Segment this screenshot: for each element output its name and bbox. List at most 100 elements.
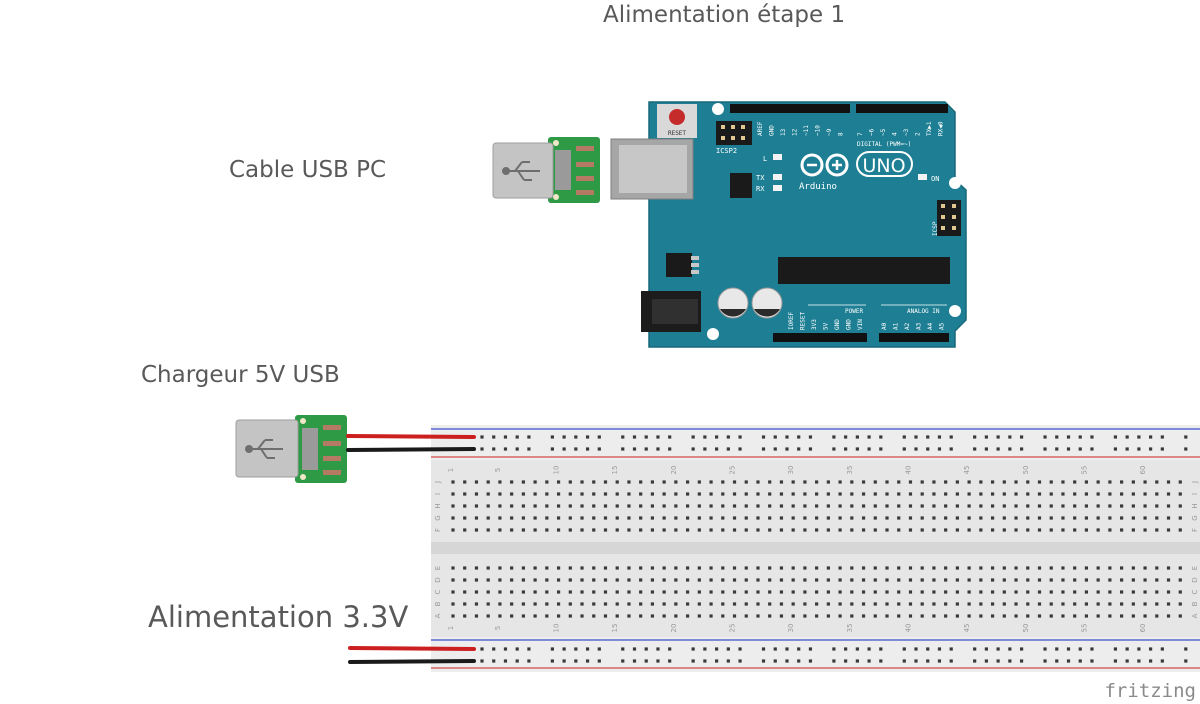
breadboard-hole: [897, 566, 901, 570]
led-tx: [773, 174, 782, 180]
breadboard-hole: [674, 614, 678, 618]
breadboard-hole: [920, 590, 924, 594]
digital-header-left[interactable]: [730, 104, 850, 113]
column-number: 30: [787, 466, 795, 475]
row-letter: F: [1191, 528, 1199, 532]
breadboard-hole: [463, 602, 467, 606]
breadboard-hole: [615, 492, 619, 496]
breadboard-hole: [879, 659, 883, 663]
breadboard-hole: [1120, 566, 1124, 570]
breadboard-hole: [1008, 659, 1012, 663]
breadboard-hole: [580, 504, 584, 508]
breadboard-hole: [779, 566, 784, 570]
usb-plug-pc[interactable]: [492, 137, 600, 203]
breadboard-hole: [592, 528, 596, 532]
breadboard-hole: [791, 528, 795, 532]
breadboard-hole: [768, 504, 772, 508]
breadboard-hole: [574, 659, 578, 663]
power-header[interactable]: [773, 333, 867, 342]
wire-red-charger[interactable]: [346, 434, 476, 439]
breadboard-hole: [1014, 602, 1018, 606]
breadboard-hole: [521, 480, 525, 484]
breadboard-hole: [984, 447, 988, 451]
wire-black-3v3[interactable]: [348, 659, 476, 664]
column-number: 45: [963, 466, 971, 475]
breadboard-hole: [1125, 447, 1129, 451]
analog-header[interactable]: [879, 333, 949, 342]
breadboard-hole: [1073, 602, 1077, 606]
breadboard-hole: [768, 566, 772, 570]
breadboard-hole: [1049, 528, 1053, 532]
wire-red-3v3[interactable]: [348, 646, 476, 651]
digital-header-right[interactable]: [856, 104, 948, 113]
pin-label: 5V: [823, 322, 830, 330]
breadboard-hole: [474, 504, 479, 508]
breadboard-hole: [861, 590, 866, 594]
breadboard-hole: [1037, 504, 1042, 508]
row-letter: D: [434, 577, 442, 582]
breadboard-hole: [480, 647, 484, 651]
pin-label: A0: [881, 322, 888, 330]
pin-label: 13: [780, 128, 787, 136]
breadboard-hole: [697, 566, 701, 570]
breadboard-hole: [932, 566, 936, 570]
breadboard-hole: [1073, 566, 1077, 570]
breadboard-hole: [1120, 578, 1124, 582]
breadboard-hole: [474, 602, 479, 606]
breadboard-hole: [844, 435, 848, 439]
breadboard-hole: [990, 480, 995, 484]
breadboard-hole: [662, 528, 666, 532]
breadboard-hole: [686, 504, 690, 508]
breadboard-hole: [1014, 504, 1018, 508]
breadboard-hole: [521, 614, 525, 618]
breadboard-hole: [709, 566, 713, 570]
pin-label: A1: [893, 322, 900, 330]
breadboard-hole: [1043, 447, 1047, 451]
breadboard-hole: [1113, 647, 1118, 651]
usb-plug-charger[interactable]: [235, 415, 347, 483]
breadboard-hole: [1155, 504, 1159, 508]
wire-black-charger[interactable]: [346, 447, 476, 452]
breadboard-hole: [1155, 578, 1159, 582]
breadboard-hole: [1108, 578, 1112, 582]
breadboard-hole: [503, 447, 508, 451]
breadboard-hole: [1073, 614, 1077, 618]
breadboard-hole: [1131, 528, 1135, 532]
row-letter: I: [434, 493, 442, 495]
breadboard-hole: [715, 659, 719, 663]
breadboard-hole: [973, 659, 977, 663]
column-number: 40: [904, 624, 912, 633]
breadboard-hole: [1014, 614, 1018, 618]
breadboard[interactable]: 1155101015152020252530303535404045455050…: [431, 425, 1200, 672]
breadboard-hole: [515, 435, 519, 439]
breadboard-hole: [885, 492, 889, 496]
breadboard-hole: [451, 566, 455, 570]
breadboard-hole: [533, 566, 537, 570]
breadboard-hole: [779, 590, 784, 594]
breadboard-hole: [1043, 659, 1047, 663]
breadboard-hole: [574, 435, 578, 439]
reset-button[interactable]: [669, 109, 685, 125]
breadboard-hole: [515, 659, 519, 663]
breadboard-hole: [1155, 614, 1159, 618]
breadboard-hole: [944, 578, 948, 582]
breadboard-hole: [967, 614, 971, 618]
breadboard-hole: [1061, 614, 1065, 618]
breadboard-hole: [1061, 528, 1065, 532]
breadboard-hole: [967, 528, 971, 532]
breadboard-hole: [592, 578, 596, 582]
breadboard-hole: [937, 447, 942, 451]
breadboard-hole: [1084, 578, 1089, 582]
breadboard-hole: [550, 647, 554, 651]
breadboard-hole: [808, 435, 813, 439]
row-letter: E: [434, 566, 442, 570]
breadboard-hole: [650, 590, 655, 594]
breadboard-hole: [474, 480, 479, 484]
breadboard-hole: [1049, 516, 1053, 520]
breadboard-hole: [621, 435, 625, 439]
breadboard-hole: [1061, 492, 1065, 496]
breadboard-hole: [861, 602, 866, 606]
breadboard-hole: [1014, 480, 1018, 484]
